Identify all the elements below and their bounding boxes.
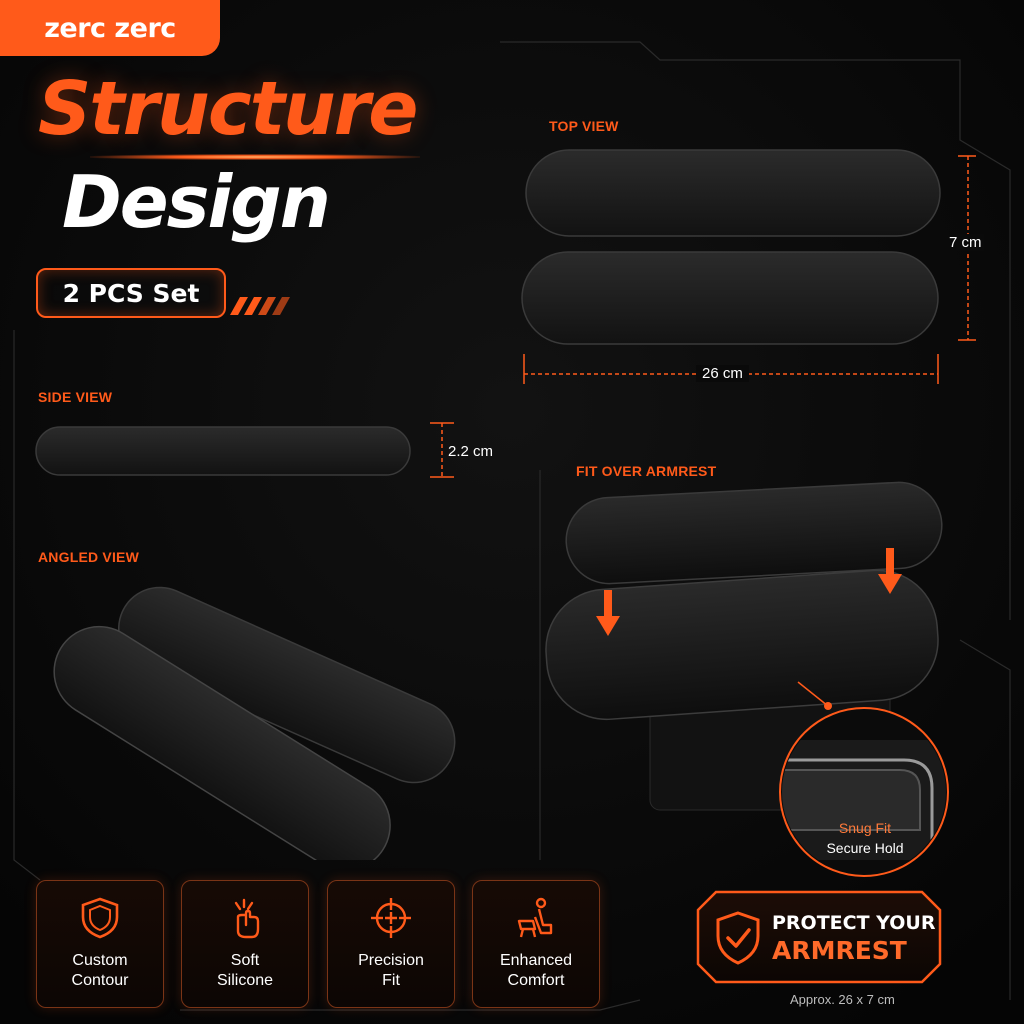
feature-soft-silicone: Soft Silicone: [181, 880, 309, 1008]
feature-label-line2: Comfort: [507, 972, 565, 989]
angled-view-label: ANGLED VIEW: [38, 549, 139, 565]
feature-label-line1: Precision: [358, 952, 424, 969]
callout-snug-fit: Snug Fit: [838, 820, 892, 836]
shield-icon: [81, 897, 119, 939]
fit-view-illustration: [545, 481, 949, 877]
side-view-pad: [35, 422, 454, 478]
top-view-label: TOP VIEW: [549, 118, 619, 134]
side-view-label: SIDE VIEW: [38, 389, 113, 405]
protect-line1: PROTECT YOUR: [772, 912, 936, 934]
feature-label-line2: Contour: [71, 972, 129, 989]
angled-view-pads: [53, 586, 456, 860]
height-dimension: 2.2 cm: [448, 443, 494, 460]
feature-custom-contour: Custom Contour: [36, 880, 164, 1008]
feature-label-line2: Silicone: [216, 972, 274, 989]
headline-design: Design: [62, 160, 331, 244]
feature-label-line1: Custom: [72, 952, 128, 969]
headline-glow-line: [90, 154, 420, 160]
crosshair-icon: [371, 898, 411, 938]
pcs-set-badge: 2 PCS Set: [36, 268, 226, 318]
fit-view-label: FIT OVER ARMREST: [576, 463, 717, 479]
feature-label-line2: Fit: [382, 972, 400, 989]
width-dimension: 26 cm: [696, 365, 749, 382]
seat-icon: [517, 897, 553, 938]
brand-logo: zerc zerc: [0, 0, 220, 56]
protect-line2: ARMREST: [772, 936, 907, 965]
feature-precision-fit: Precision Fit: [327, 880, 455, 1008]
feature-enhanced-comfort: Enhanced Comfort: [472, 880, 600, 1008]
headline-structure: Structure: [38, 66, 418, 152]
top-pad-1: [525, 149, 941, 237]
approx-size-note: Approx. 26 x 7 cm: [790, 992, 895, 1007]
feature-label-line1: Enhanced: [499, 952, 573, 969]
protect-armrest-badge: PROTECT YOUR ARMREST: [696, 890, 942, 984]
depth-dimension: 7 cm: [947, 234, 984, 251]
callout-secure-hold: Secure Hold: [826, 840, 904, 856]
hand-press-icon: [234, 898, 260, 939]
protect-badge-frame: [696, 890, 942, 984]
top-pad-2: [521, 251, 939, 345]
fit-callout: Snug Fit Secure Hold: [780, 818, 950, 858]
shield-check-icon: [716, 911, 760, 965]
stripes-decoration: [230, 297, 290, 315]
feature-label-line1: Soft: [230, 952, 260, 969]
top-view-pads: [521, 149, 976, 384]
